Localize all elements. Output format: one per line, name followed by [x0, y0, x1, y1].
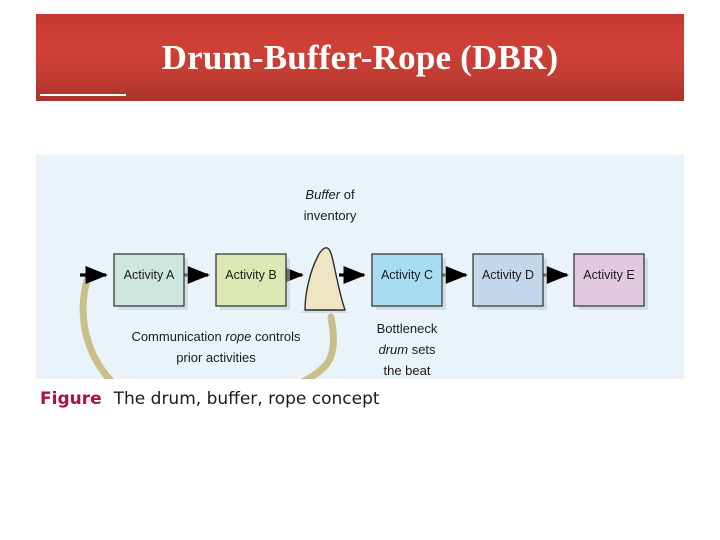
figure-panel: Activity A Activity B Activity C Activit… — [36, 155, 684, 379]
annotation-rope-line2: prior activities — [176, 350, 256, 365]
svg-text:Buffer of: Buffer of — [305, 187, 355, 202]
drum-buffer-rope-diagram: Activity A Activity B Activity C Activit… — [79, 187, 648, 379]
figure-caption: Figure The drum, buffer, rope concept — [40, 388, 380, 410]
annotation-drum-line1: Bottleneck — [377, 321, 438, 336]
annotation-drum: Bottleneck drum sets the beat — [377, 321, 438, 378]
svg-text:Communication rope controls: Communication rope controls — [131, 329, 301, 344]
annotation-buffer-inventory: inventory — [304, 208, 357, 223]
node-activity-b[interactable]: Activity B — [215, 253, 290, 310]
annotation-rope-post: controls — [251, 329, 301, 344]
annotation-rope: Communication rope controls prior activi… — [131, 329, 301, 365]
node-buffer-mound[interactable] — [300, 247, 348, 313]
annotation-drum-sets: sets — [408, 342, 436, 357]
annotation-buffer: Buffer of inventory — [304, 187, 357, 223]
node-activity-c-label: Activity C — [381, 268, 433, 282]
node-activity-a-label: Activity A — [124, 268, 175, 282]
annotation-buffer-of: of — [340, 187, 355, 202]
node-activity-d[interactable]: Activity D — [472, 253, 547, 310]
slide-title-banner: Drum-Buffer-Rope (DBR) — [36, 14, 684, 101]
annotation-drum-word: drum — [378, 342, 408, 357]
annotation-rope-word: rope — [225, 329, 251, 344]
figure-caption-label: Figure — [40, 389, 102, 409]
figure-caption-title: The drum, buffer, rope concept — [113, 389, 380, 409]
node-activity-b-label: Activity B — [225, 268, 276, 282]
communication-rope-path — [79, 273, 337, 379]
svg-text:drum sets: drum sets — [378, 342, 436, 357]
node-activity-e[interactable]: Activity E — [573, 253, 648, 310]
title-underline-accent — [40, 94, 126, 96]
node-activity-c[interactable]: Activity C — [371, 253, 446, 310]
page-title: Drum-Buffer-Rope (DBR) — [161, 38, 559, 77]
node-activity-a[interactable]: Activity A — [113, 253, 188, 310]
annotation-drum-line3: the beat — [384, 363, 431, 378]
node-activity-e-label: Activity E — [583, 268, 634, 282]
annotation-buffer-word: Buffer — [305, 187, 340, 202]
annotation-rope-pre: Communication — [131, 329, 225, 344]
node-activity-d-label: Activity D — [482, 268, 534, 282]
